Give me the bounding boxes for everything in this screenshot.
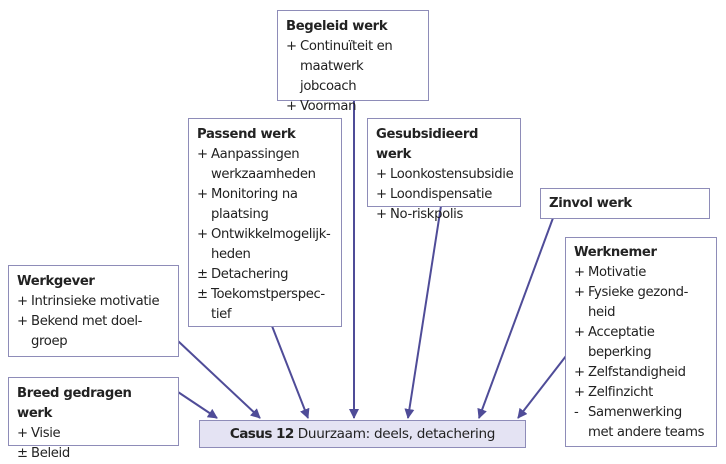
plus-minus-icon: ±: [197, 267, 208, 282]
arrow-breed: [177, 391, 218, 419]
plus-icon: +: [286, 39, 297, 54]
minus-icon: -: [574, 405, 579, 420]
plus-icon: +: [197, 147, 208, 162]
list-item: ±Beleid: [17, 444, 170, 464]
plus-icon: +: [286, 99, 297, 114]
arrow-passend: [271, 325, 310, 419]
plus-icon: +: [197, 187, 208, 202]
box-title: Breed gedragen werk: [17, 386, 132, 421]
item-text: Ontwikkelmogelijk-heden: [211, 227, 331, 262]
plus-icon: +: [376, 167, 387, 182]
item-text: Motivatie: [588, 265, 646, 280]
box-title: Werknemer: [574, 245, 657, 260]
item-text: No-riskpolis: [390, 207, 463, 222]
list-item: +Acceptatie beperking: [574, 323, 708, 363]
item-list: +Aanpassingen werkzaamheden+Monitoring n…: [197, 145, 333, 325]
box-title: Begeleid werk: [286, 19, 388, 34]
list-item: +Continuïteit en maatwerk jobcoach: [286, 37, 420, 97]
item-text: Visie: [31, 426, 61, 441]
box-begeleid-werk: Begeleid werk +Continuïteit en maatwerk …: [277, 10, 429, 114]
item-text: Bekend met doel-groep: [31, 314, 143, 349]
item-text: Acceptatie beperking: [588, 325, 655, 360]
list-item: +Zelfstandigheid: [574, 363, 708, 383]
list-item: +Aanpassingen werkzaamheden: [197, 145, 333, 185]
list-item: ±Detachering: [197, 265, 333, 285]
box-title: Gesubsidieerd werk: [376, 127, 479, 162]
list-item: +Visie: [17, 424, 170, 444]
list-item: +Voorman: [286, 97, 420, 117]
arrow-werknemer: [517, 355, 567, 419]
list-item: +Loondispensatie: [376, 185, 512, 205]
item-text: Zelfstandigheid: [588, 365, 686, 380]
item-text: Zelfinzicht: [588, 385, 653, 400]
item-list: +Motivatie+Fysieke gezond-heid+Acceptati…: [574, 263, 708, 443]
item-text: Loonkostensubsidie: [390, 167, 514, 182]
arrow-gesubsidieerd: [404, 205, 442, 419]
item-list: +Loonkostensubsidie+Loondispensatie+No-r…: [376, 165, 514, 225]
list-item: ±Toekomstperspec-tief: [197, 285, 333, 325]
plus-minus-icon: ±: [197, 287, 208, 302]
plus-icon: +: [574, 265, 585, 280]
item-text: Detachering: [211, 267, 289, 282]
item-text: Monitoring na plaatsing: [211, 187, 298, 222]
plus-icon: +: [197, 227, 208, 242]
item-text: Beleid: [31, 446, 70, 461]
list-item: +Monitoring na plaatsing: [197, 185, 333, 225]
item-text: Intrinsieke motivatie: [31, 294, 160, 309]
list-item: +Fysieke gezond-heid: [574, 283, 708, 323]
item-list: +Intrinsieke motivatie+Bekend met doel-g…: [17, 292, 170, 352]
plus-icon: +: [17, 426, 28, 441]
list-item: +No-riskpolis: [376, 205, 512, 225]
item-list: +Continuïteit en maatwerk jobcoach+Voorm…: [286, 37, 420, 117]
case-label: Casus 12: [229, 426, 294, 442]
item-text: Voorman: [300, 99, 357, 114]
plus-icon: +: [574, 285, 585, 300]
list-item: +Motivatie: [574, 263, 708, 283]
box-passend-werk: Passend werk +Aanpassingen werkzaamheden…: [188, 118, 342, 327]
list-item: +Zelfinzicht: [574, 383, 708, 403]
item-text: Aanpassingen werkzaamheden: [211, 147, 316, 182]
case-description: Duurzaam: deels, detachering: [297, 426, 496, 442]
item-text: Fysieke gezond-heid: [588, 285, 689, 320]
list-item: +Bekend met doel-groep: [17, 312, 170, 352]
item-text: Toekomstperspec-tief: [211, 287, 325, 322]
arrow-werkgever: [177, 340, 261, 419]
plus-icon: +: [376, 187, 387, 202]
list-item: +Intrinsieke motivatie: [17, 292, 170, 312]
box-title: Werkgever: [17, 274, 95, 289]
box-zinvol-werk: Zinvol werk: [540, 188, 710, 219]
box-werknemer: Werknemer +Motivatie+Fysieke gezond-heid…: [565, 237, 717, 447]
plus-icon: +: [574, 385, 585, 400]
center-case-box: Casus 12 Duurzaam: deels, detachering: [199, 420, 526, 448]
arrow-zinvol: [477, 217, 554, 419]
plus-icon: +: [17, 314, 28, 329]
list-item: +Ontwikkelmogelijk-heden: [197, 225, 333, 265]
list-item: +Loonkostensubsidie: [376, 165, 514, 185]
plus-icon: +: [574, 365, 585, 380]
item-text: Loondispensatie: [390, 187, 493, 202]
item-text: Continuïteit en maatwerk jobcoach: [300, 39, 393, 94]
plus-icon: +: [376, 207, 387, 222]
box-title: Passend werk: [197, 127, 296, 142]
box-title: Zinvol werk: [549, 196, 632, 211]
box-breed-gedragen-werk: Breed gedragen werk +Visie±Beleid: [8, 377, 179, 461]
box-werkgever: Werkgever +Intrinsieke motivatie+Bekend …: [8, 265, 179, 357]
item-text: Samenwerking met andere teams: [588, 405, 705, 440]
plus-icon: +: [17, 294, 28, 309]
list-item: -Samenwerking met andere teams: [574, 403, 708, 443]
plus-icon: +: [574, 325, 585, 340]
box-gesubsidieerd-werk: Gesubsidieerd werk +Loonkostensubsidie+L…: [367, 118, 521, 222]
item-list: +Visie±Beleid: [17, 424, 170, 464]
plus-minus-icon: ±: [17, 446, 28, 461]
